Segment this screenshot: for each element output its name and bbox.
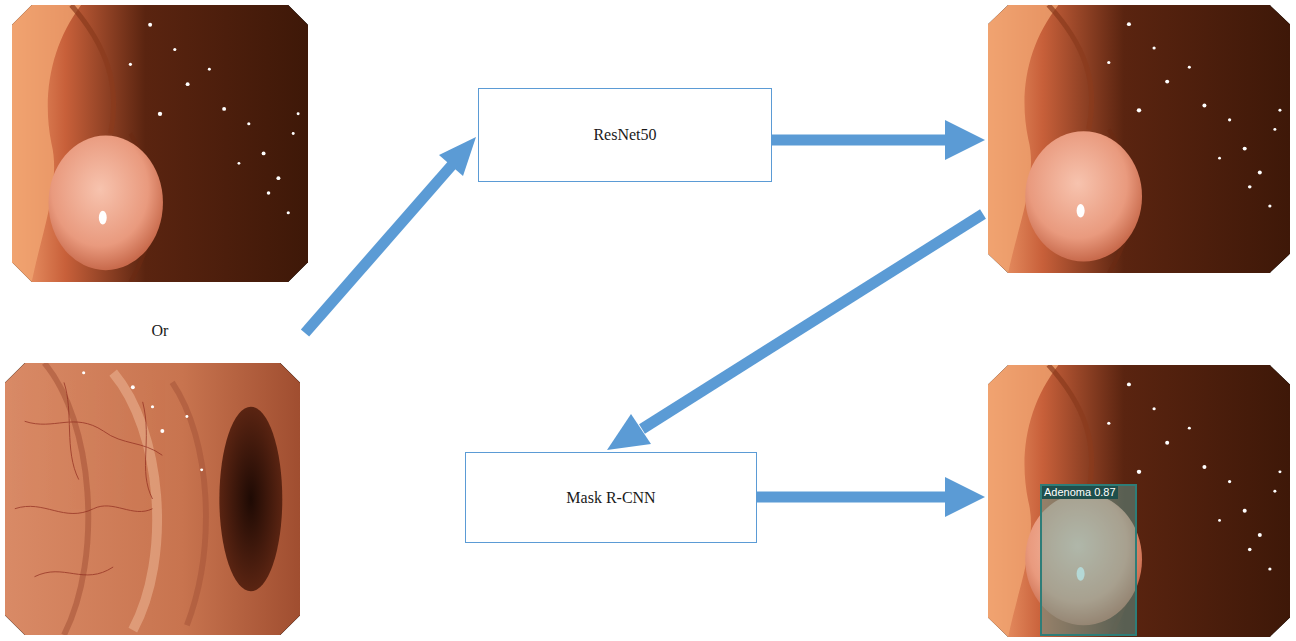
endoscopy-image <box>988 365 1290 637</box>
endoscopy-image <box>12 5 308 282</box>
separator-word: Or <box>152 322 169 340</box>
endoscopy-image <box>988 5 1290 273</box>
box-label: Mask R-CNN <box>566 489 655 507</box>
flow-arrow <box>757 477 985 517</box>
detection-box: Adenoma 0.87 <box>1040 484 1137 636</box>
flow-arrow <box>305 137 476 333</box>
endoscopy-image <box>5 363 300 635</box>
process-box: Mask R-CNN <box>465 452 757 543</box>
flow-arrow <box>772 120 985 160</box>
class-score: Adenoma 0.87 <box>1042 486 1118 499</box>
flow-arrow <box>607 214 983 450</box>
box-label: ResNet50 <box>593 126 656 144</box>
process-box: ResNet50 <box>478 88 772 182</box>
